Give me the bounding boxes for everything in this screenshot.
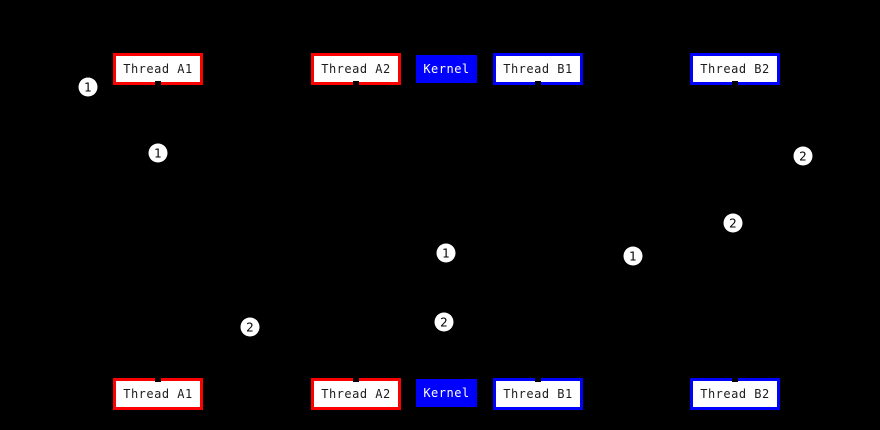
participant-box-thread-a2-top: Thread A2	[311, 53, 401, 87]
participant-box-thread-b1-bottom: Thread B1	[493, 376, 583, 410]
participant-box-kernel-bottom: Kernel	[416, 379, 477, 407]
lifeline-stub	[353, 81, 359, 87]
participant-label: Thread A1	[123, 62, 193, 76]
step-number-marker: 2	[434, 312, 454, 332]
step-number-marker: 2	[793, 146, 813, 166]
participant-box-thread-b2-top: Thread B2	[690, 53, 780, 87]
lifeline-stub	[353, 376, 359, 382]
step-number-marker: 1	[148, 143, 168, 163]
lifeline-stub	[732, 81, 738, 87]
participant-box-thread-a1-top: Thread A1	[113, 53, 203, 87]
participant-label: Thread A2	[321, 62, 391, 76]
lifeline-stub	[535, 81, 541, 87]
step-number-marker: 2	[723, 213, 743, 233]
participant-label: Thread B2	[700, 387, 770, 401]
participant-box-thread-b2-bottom: Thread B2	[690, 376, 780, 410]
step-number-marker: 1	[78, 77, 98, 97]
step-number-marker: 1	[436, 243, 456, 263]
participant-box-thread-a1-bottom: Thread A1	[113, 376, 203, 410]
participant-box-kernel-top: Kernel	[416, 55, 477, 83]
participant-label: Thread B1	[503, 62, 573, 76]
lifeline-stub	[535, 376, 541, 382]
step-number-marker: 2	[240, 317, 260, 337]
participant-label: Kernel	[423, 62, 470, 76]
participant-label: Thread A1	[123, 387, 193, 401]
participant-label: Thread B1	[503, 387, 573, 401]
lifeline-stub	[732, 376, 738, 382]
lifeline-stub	[155, 376, 161, 382]
participant-label: Thread B2	[700, 62, 770, 76]
lifeline-stub	[155, 81, 161, 87]
participant-box-thread-a2-bottom: Thread A2	[311, 376, 401, 410]
participant-label: Kernel	[423, 386, 470, 400]
participant-box-thread-b1-top: Thread B1	[493, 53, 583, 87]
participant-label: Thread A2	[321, 387, 391, 401]
step-number-marker: 1	[623, 246, 643, 266]
